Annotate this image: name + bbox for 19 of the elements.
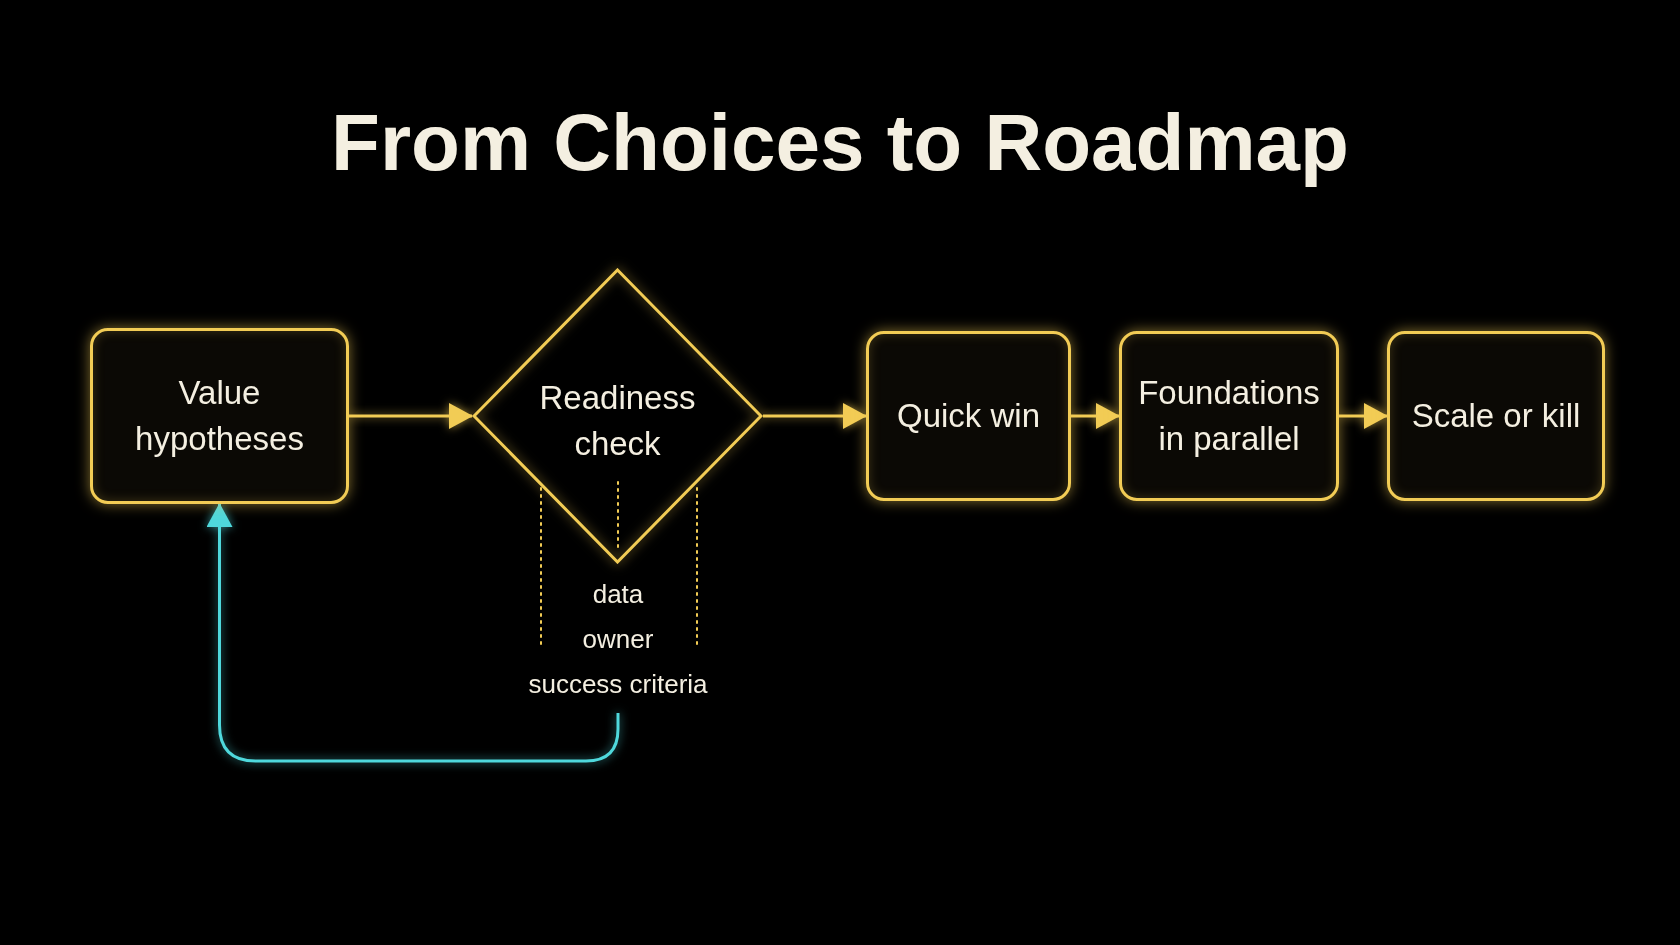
node-label: data: [592, 578, 644, 611]
node-label: Value hypotheses: [134, 373, 305, 459]
node-label: Quick win: [896, 396, 1040, 436]
process-box: [1119, 331, 1339, 501]
title: From Choices to Roadmap: [331, 98, 1349, 188]
arrow: [349, 403, 473, 429]
process-box: [1387, 331, 1605, 501]
arrow: [763, 403, 867, 429]
arrow: [1071, 403, 1120, 429]
process-box: [90, 328, 349, 504]
node-label: Readiness check: [538, 378, 697, 464]
process-box: [866, 331, 1071, 501]
node-label: Scale or kill: [1411, 396, 1581, 436]
node-label: owner: [582, 623, 654, 656]
arrow: [1339, 403, 1388, 429]
node-label: Foundations in parallel: [1137, 373, 1321, 459]
decision-diamond: [472, 268, 763, 564]
arrow: [206, 503, 620, 763]
node-label: success criteria: [528, 668, 708, 701]
